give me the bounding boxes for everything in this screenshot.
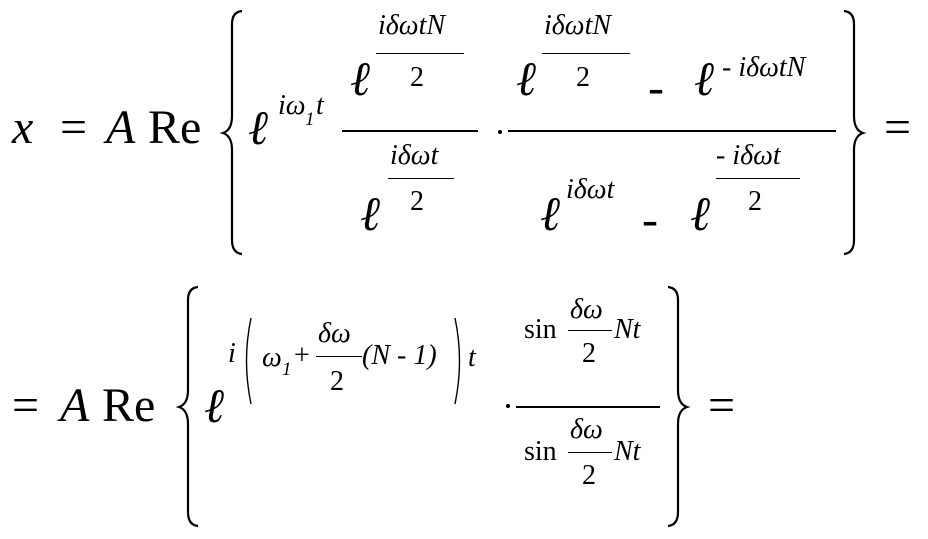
num-sin: sin xyxy=(524,314,557,345)
den2-exp-base: ℓ xyxy=(540,186,560,242)
minus-sign-2: - xyxy=(642,193,658,246)
x-variable: x xyxy=(12,101,34,154)
exp-open-paren-icon xyxy=(245,317,252,405)
num2-exp-denominator: 2 xyxy=(576,62,590,93)
num2-exp-numerator: iδωtN xyxy=(544,10,612,41)
exp-dw: δω xyxy=(318,318,351,349)
fraction-bar-1 xyxy=(342,130,478,132)
exp-frac-two: 2 xyxy=(330,366,344,397)
real-part-Re-2: Re xyxy=(102,379,156,432)
num-exp-denominator: 2 xyxy=(410,62,424,93)
real-part-Re: Re xyxy=(148,101,202,154)
exp-base-2: ℓ xyxy=(204,378,224,434)
exp-i: i xyxy=(228,338,236,369)
num-exp-bar xyxy=(376,53,464,54)
equals-end-2: = xyxy=(708,379,736,432)
exp-n-minus-1: (N - 1) xyxy=(362,340,437,371)
exp-close-paren-icon xyxy=(454,317,461,405)
amplitude-A-2: A xyxy=(60,379,90,432)
exp-omega: ω xyxy=(262,342,282,373)
right-brace-2-icon xyxy=(667,285,691,528)
exp-frac-bar xyxy=(316,356,362,357)
den2-exp: iδωt xyxy=(566,174,615,205)
exp-t: t xyxy=(316,90,324,121)
den-dw: δω xyxy=(570,414,603,445)
exp-omega-sub: 1 xyxy=(282,359,292,380)
num2-exp-base: ℓ xyxy=(516,51,536,107)
den-exp-numerator: iδωt xyxy=(390,140,439,171)
fraction-bar-3 xyxy=(516,406,660,408)
num-exp-base: ℓ xyxy=(350,51,370,107)
amplitude-A: A xyxy=(106,101,136,154)
dot-operator xyxy=(498,130,502,134)
left-brace-icon xyxy=(219,9,243,256)
den-sin: sin xyxy=(524,436,557,467)
den-exp-base: ℓ xyxy=(360,186,380,242)
exp-t-2: t xyxy=(468,342,476,373)
num2-exp-bar xyxy=(542,53,630,54)
equals-sign: = xyxy=(60,101,88,154)
equals-start-2: = xyxy=(12,379,40,432)
den-exp-denominator: 2 xyxy=(410,186,424,217)
den3-exp-denominator: 2 xyxy=(748,186,762,217)
den-dw-two: 2 xyxy=(582,460,596,491)
den3-exp-bar xyxy=(716,178,800,179)
num-dw: δω xyxy=(570,294,603,325)
minus-sign: - xyxy=(648,61,664,114)
den-exp-bar xyxy=(388,178,454,179)
den-dw-bar xyxy=(568,452,612,453)
equals-end-1: = xyxy=(884,101,912,154)
den3-exp-base: ℓ xyxy=(690,186,710,242)
neg-exp: - iδωtN xyxy=(722,52,806,83)
den-Nt: Nt xyxy=(614,436,641,467)
num-Nt: Nt xyxy=(614,314,641,345)
exp-sub-1: 1 xyxy=(305,109,315,130)
dot-operator-2 xyxy=(506,404,510,408)
exp-i-omega: iω xyxy=(278,90,306,121)
num-exp-numerator: iδωtN xyxy=(378,10,446,41)
num-dw-two: 2 xyxy=(582,338,596,369)
neg-exp-base: ℓ xyxy=(694,51,714,107)
den3-exp-numerator: - iδωt xyxy=(716,140,781,171)
exp-plus: + xyxy=(294,340,310,371)
fraction-bar-2 xyxy=(508,130,836,132)
num-dw-bar xyxy=(568,330,612,331)
left-brace-2-icon xyxy=(175,285,199,528)
exp-base: ℓ xyxy=(248,100,268,156)
right-brace-icon xyxy=(843,9,867,256)
